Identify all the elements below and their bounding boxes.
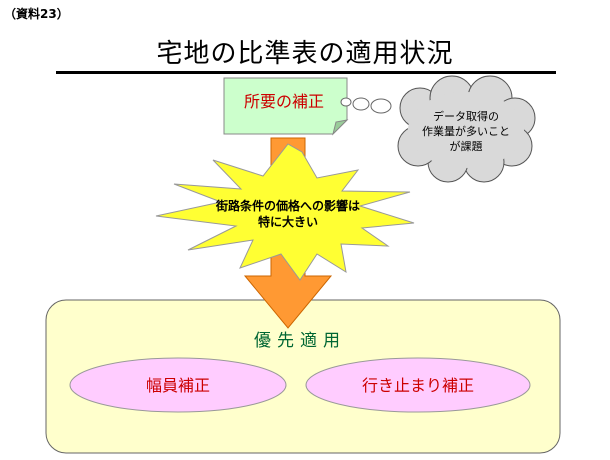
cloud-line-3: が課題 [450, 139, 483, 153]
cloud-line-2: 作業量が多いこと [422, 124, 510, 138]
oval-width-correction [69, 357, 287, 413]
oval-dead-end-correction [305, 357, 531, 413]
burst-line-1: 街路条件の価格への影響は [215, 198, 360, 213]
thought-bubble-large [370, 98, 392, 114]
document-reference: （資料23） [4, 7, 69, 21]
priority-heading: 優先適用 [254, 331, 346, 351]
burst-line-2: 特に大きい [258, 214, 318, 229]
emphasis-burst [155, 143, 415, 281]
note-label: 所要の補正 [244, 92, 324, 111]
page-title: 宅地の比準表の適用状況 [156, 39, 454, 69]
thought-bubble-small [340, 97, 352, 107]
thought-bubble-medium [352, 97, 370, 111]
oval-width-correction-label: 幅員補正 [146, 376, 210, 395]
thought-cloud [397, 75, 536, 183]
note-fold [332, 119, 349, 136]
oval-dead-end-correction-label: 行き止まり補正 [362, 376, 474, 395]
title-underline [56, 71, 556, 74]
cloud-line-1: データ取得の [433, 109, 499, 123]
